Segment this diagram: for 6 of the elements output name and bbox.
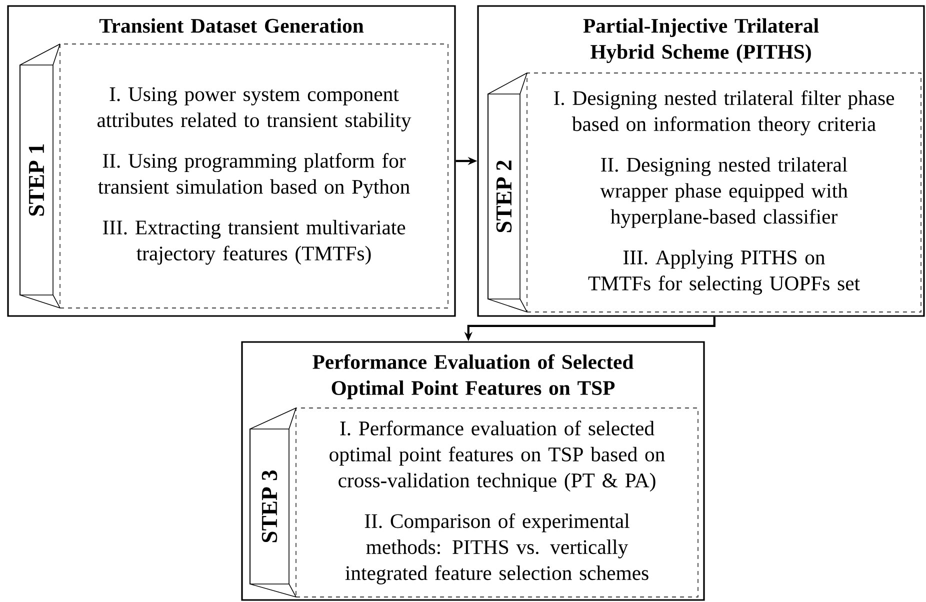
step-tab: STEP 2 xyxy=(488,72,528,312)
step-tab: STEP 3 xyxy=(250,408,296,598)
step-list-box: I. Using power system component attributes related to transient stability II. Using programming platform for transient simulation based on Python III. Extracting transient multivariate trajectory features (TMTFs) xyxy=(60,44,448,308)
step-tab: STEP 1 xyxy=(20,44,60,308)
step-list-box: I. Performance evaluation of selected optimal point features on TSP based on cross-validation technique (PT & PA) II. Comparison of experimental methods: PITHS vs. vertically integrated feature selection schemes xyxy=(296,408,698,598)
step-list-box: I. Designing nested trilateral filter phase based on information theory criteria II. Designing nested trilateral wrapper phase equipped with hyperplane-based classifier III. Applying PITHS on TMTFs for selecting UOPFs set xyxy=(526,72,922,312)
